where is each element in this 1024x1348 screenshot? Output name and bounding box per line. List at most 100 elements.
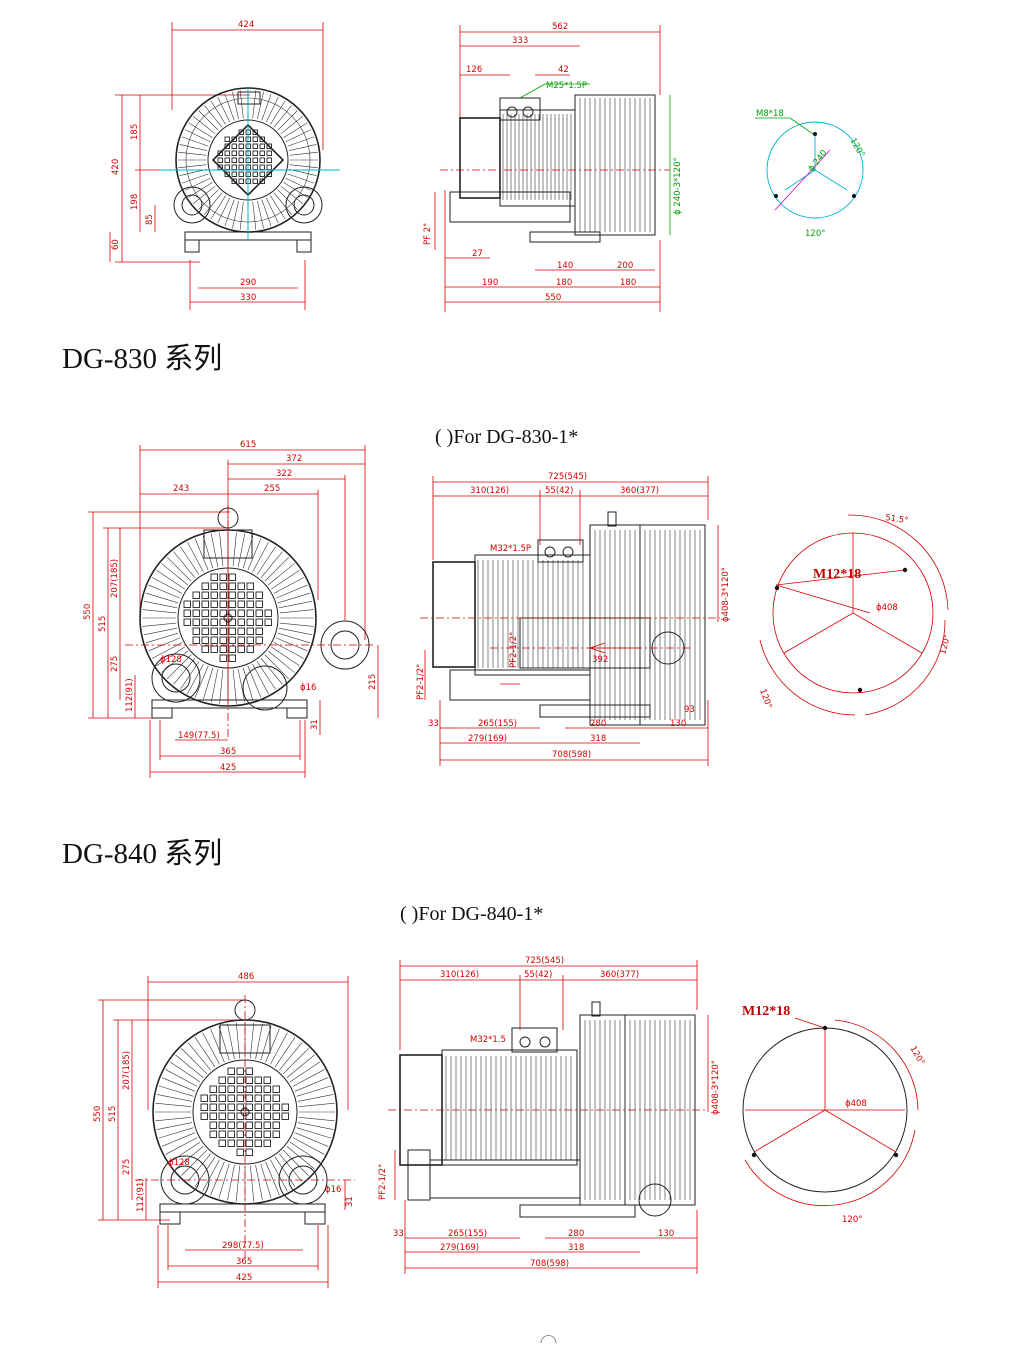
dim-330: 330 [240,293,256,303]
dim-725-mid: 725(545) [548,472,587,482]
dim-392-mid: 392 [592,655,608,665]
dim-93-mid: 93 [684,705,695,715]
dim-180a: 180 [556,278,572,288]
dim-pf12b-mid: PF2-1/2" [509,632,519,668]
dim-360-bot: 360(377) [600,970,639,980]
dim-140: 140 [557,261,573,271]
dim-265-mid: 265(155) [478,719,517,729]
dim-phi408-bot: ϕ408-3*120° [711,1060,721,1115]
dim-d16-mid: ϕ16 [300,683,316,693]
dim-126: 126 [466,65,482,75]
dim-425-bot: 425 [236,1273,252,1283]
top-side-view: 562 333 126 42 M25*1.5P ϕ 240-3*120° PF … [423,22,683,312]
dim-d408-mid: ϕ408 [876,603,898,613]
dim-d16-bot: ϕ16 [325,1185,341,1195]
dim-425-mid: 425 [220,763,236,773]
dim-515-bot: 515 [108,1106,118,1122]
dim-31-bot: 31 [345,1196,355,1207]
dim-120a-mid: 120° [938,633,953,655]
dim-33-mid: 33 [428,719,439,729]
dim-d408-bot: ϕ408 [845,1099,867,1109]
dim-31-mid: 31 [310,719,320,730]
dim-pf2: PF 2" [423,223,433,245]
dim-550-mid: 550 [83,604,93,620]
for-label-dg840: ( )For DG-840-1* [400,903,544,925]
dim-215-mid: 215 [368,674,378,690]
dim-280-mid: 280 [590,719,606,729]
dim-318-mid: 318 [590,734,606,744]
dim-200: 200 [617,261,633,271]
top-flange: M8*18 ϕ 240 120° 120° [755,109,866,239]
dim-424: 424 [238,20,254,30]
dim-m12-bot: M12*18 [742,1004,790,1019]
dim-562: 562 [552,22,568,32]
dim-112-mid: 112(91) [125,678,135,712]
dim-phi408-mid: ϕ408-3*120° [721,567,731,622]
dim-725-bot: 725(545) [525,956,564,966]
dim-550: 550 [545,293,561,303]
dim-120b-bot: 120° [842,1215,862,1225]
dim-243: 243 [173,484,189,494]
dim-120a: 120° [847,137,866,160]
dim-255: 255 [264,484,280,494]
dim-55-mid: 55(42) [545,486,573,496]
dim-120a-bot: 120° [907,1045,926,1068]
dim-120b-mid: 120° [757,688,773,711]
dim-708-mid: 708(598) [552,750,591,760]
dim-pf12-bot: PF2-1/2" [378,1164,388,1200]
heading-dg840: DG-840 系列 [62,838,223,870]
dim-120b: 120° [805,229,825,239]
dim-310-bot: 310(126) [440,970,479,980]
dim-pf12a-mid: PF2-1/2" [416,664,426,700]
dim-60: 60 [111,239,121,250]
dim-207-bot: 207(185) [122,1051,132,1090]
dim-360-mid: 360(377) [620,486,659,496]
dim-275-mid: 275 [110,656,120,672]
dim-280-bot: 280 [568,1229,584,1239]
dim-m12-mid: M12*18 [813,567,861,582]
dim-265-bot: 265(155) [448,1229,487,1239]
dim-279-mid: 279(169) [468,734,507,744]
dim-190: 190 [482,278,498,288]
dim-130-mid: 130 [670,719,686,729]
dim-298-bot: 298(77.5) [222,1241,264,1251]
dim-486-bot: 486 [238,972,254,982]
dim-phi240-side: ϕ 240-3*120° [673,157,683,215]
bottom-flange: M12*18 ϕ408 120° 120° [742,1004,926,1225]
dim-33-bot: 33 [393,1229,404,1239]
dim-d128-mid: ϕ128 [160,655,182,665]
dim-372: 372 [286,454,302,464]
dim-365-mid: 365 [220,747,236,757]
dim-198: 198 [130,194,140,210]
dim-55-bot: 55(42) [524,970,552,980]
dim-185: 185 [130,124,140,140]
dim-207-mid: 207(185) [110,559,120,598]
dim-42: 42 [558,65,569,75]
for-label-dg830: ( )For DG-830-1* [435,426,579,448]
dim-420: 420 [111,159,121,175]
dim-85: 85 [145,214,155,225]
dim-515deg-mid: 51.5° [885,513,909,526]
dim-310-mid: 310(126) [470,486,509,496]
dim-550-bot: 550 [93,1106,103,1122]
heading-dg830: DG-830 系列 [62,343,223,375]
dim-365-bot: 365 [236,1257,252,1267]
dim-615: 615 [240,440,256,450]
dim-322: 322 [276,469,292,479]
dim-m32-bot: M32*1.5 [470,1035,506,1045]
top-front-view: 424 420 185 198 85 60 290 3 [109,20,340,310]
page-marker [540,1335,557,1344]
dim-180b: 180 [620,278,636,288]
dim-333: 333 [512,36,528,46]
dim-515-mid: 515 [98,616,108,632]
bottom-side-view: 725(545) 310(126) 55(42) 360(377) M32*1.… [378,956,721,1274]
middle-side-view: 725(545) 310(126) 55(42) 360(377) M32*1.… [416,472,731,766]
dim-279-bot: 279(169) [440,1243,479,1253]
dim-m8: M8*18 [756,109,784,119]
bottom-front-view: 486 550 515 207(185) 275 112(91) ϕ128 ϕ1… [93,972,355,1288]
dim-m32-mid: M32*1.5P [490,544,531,554]
dim-708-bot: 708(598) [530,1259,569,1269]
dim-290: 290 [240,278,256,288]
dim-phi240-flange: ϕ 240 [806,148,829,173]
